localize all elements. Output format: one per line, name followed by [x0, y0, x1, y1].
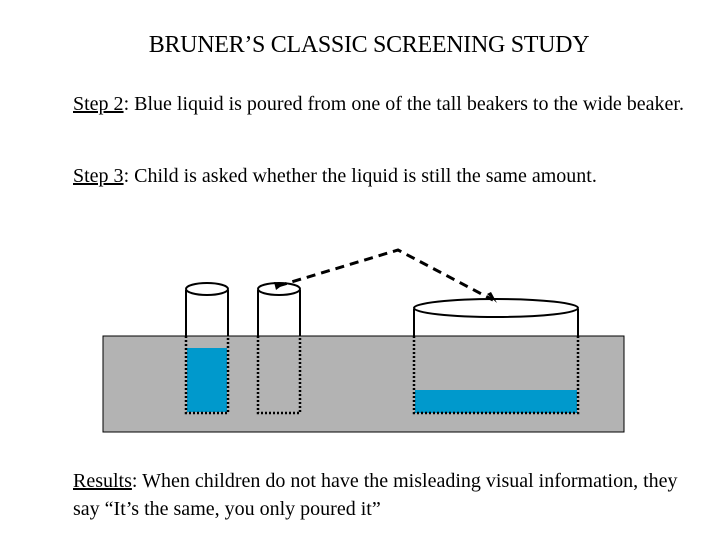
screening-box — [102, 335, 625, 433]
results-paragraph: Results: When children do not have the m… — [73, 467, 703, 523]
tall-beaker-1-liquid — [187, 348, 227, 412]
results-label: Results — [73, 470, 132, 492]
step-3-text: : Child is asked whether the liquid is s… — [123, 165, 597, 187]
step-2-text: : Blue liquid is poured from one of the … — [123, 93, 684, 115]
step-2-paragraph: Step 2: Blue liquid is poured from one o… — [73, 90, 703, 118]
results-text: : When children do not have the misleadi… — [73, 470, 678, 520]
tall-beaker-empty — [256, 282, 302, 415]
slide-title: BRUNER’S CLASSIC SCREENING STUDY — [148, 32, 590, 58]
tall-beaker-full — [184, 282, 230, 415]
step-3-label: Step 3 — [73, 165, 124, 187]
step-2-label: Step 2 — [73, 93, 124, 115]
wide-beaker — [412, 298, 580, 415]
wide-beaker-liquid — [415, 390, 577, 413]
step-3-paragraph: Step 3: Child is asked whether the liqui… — [73, 162, 703, 190]
pour-arrow — [274, 248, 497, 303]
